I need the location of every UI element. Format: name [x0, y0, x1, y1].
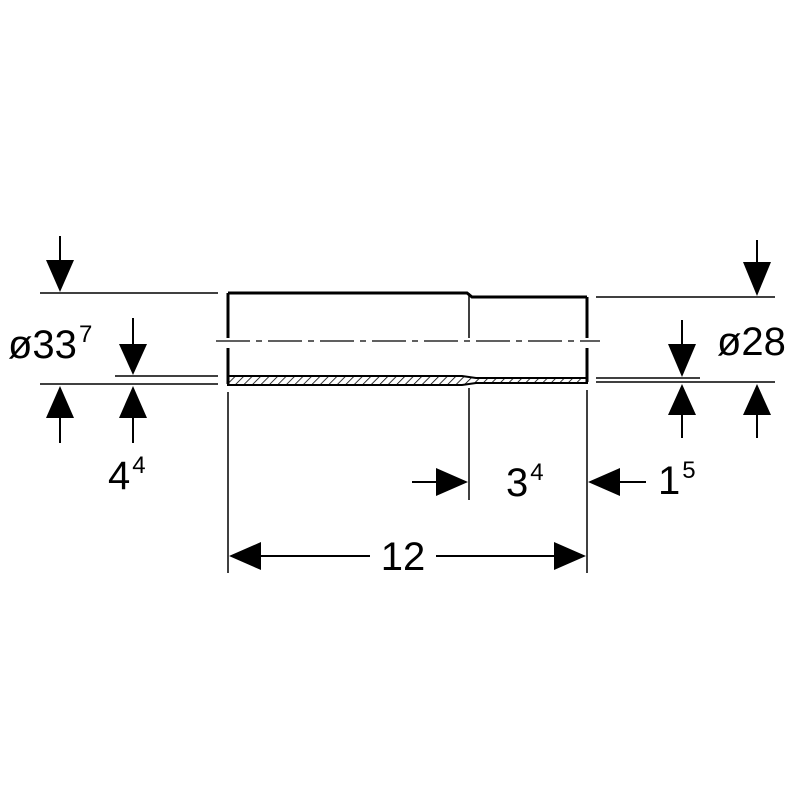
arrow-right-outer-bottom	[743, 384, 771, 438]
arrow-step-length	[412, 468, 468, 496]
end-offset-label: 15	[658, 457, 696, 503]
outer-diameter-label: ø337	[8, 321, 92, 367]
arrow-inner-diameter-bottom	[668, 384, 696, 438]
arrow-wall-thickness-top	[119, 318, 147, 375]
step-length-label: 34	[506, 459, 544, 505]
wall-section-hatch	[227, 375, 588, 386]
inner-diameter-label: ø28	[717, 320, 786, 364]
extension-lines	[40, 292, 775, 573]
pipe-top-edge	[228, 291, 587, 299]
arrow-outer-diameter-top	[46, 236, 74, 292]
wall-thickness-label: 44	[108, 452, 146, 498]
arrow-outer-diameter-bottom	[46, 386, 74, 443]
pipe-outline	[226, 291, 589, 384]
arrow-right-outer-top	[743, 240, 771, 296]
arrow-end-offset	[588, 468, 646, 496]
arrow-inner-diameter-top	[668, 320, 696, 377]
total-length-dimension	[229, 542, 586, 570]
total-length-label: 12	[381, 535, 426, 579]
arrow-wall-thickness-bottom	[119, 386, 147, 443]
